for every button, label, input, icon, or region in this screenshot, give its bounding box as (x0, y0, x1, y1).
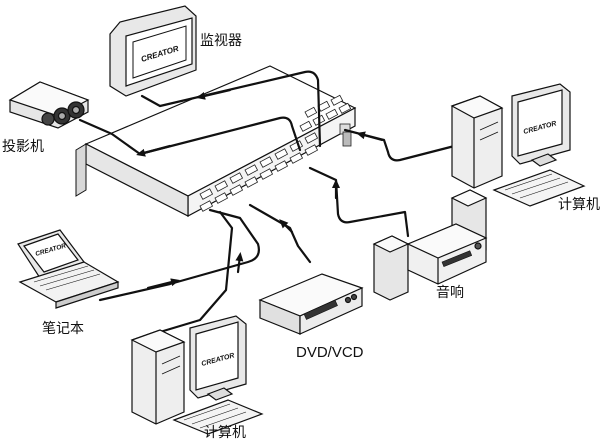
cable-dvd (248, 203, 312, 264)
projector-device (8, 81, 90, 129)
arrow-to-monitor (196, 88, 232, 100)
dvd-device (258, 273, 364, 335)
cable-laptop (98, 208, 260, 302)
projector-label: 投影机 (2, 139, 44, 155)
arrow-from-computer-right (356, 131, 384, 142)
monitor-device: CREATOR (109, 5, 197, 97)
arrow-from-computer-bottom (235, 252, 244, 274)
audio-label: 音响 (436, 285, 464, 301)
front-connectors (199, 132, 319, 212)
dvd-label: DVD/VCD (296, 344, 364, 361)
computer-bottom-label: 计算机 (204, 425, 246, 441)
arrow-from-laptop (146, 278, 180, 290)
audio-device (372, 189, 488, 301)
computer-right-label: 计算机 (558, 197, 600, 213)
cable-computer-right (343, 128, 472, 162)
monitor-label: 监视器 (200, 33, 242, 49)
cable-audio (308, 166, 410, 238)
arrow-to-projector (136, 144, 172, 157)
computer-right-device: CREATOR (450, 83, 586, 207)
computer-bottom-device: CREATOR (130, 315, 264, 435)
cable-computer-bottom (158, 210, 234, 334)
laptop-device: CREATOR (17, 229, 120, 309)
cable-projector (78, 116, 302, 156)
cable-monitor (140, 70, 322, 148)
arrow-from-dvd (279, 219, 294, 234)
laptop-label: 笔记本 (42, 321, 84, 337)
matrix-switcher (75, 65, 357, 218)
signal-cables (78, 70, 472, 334)
